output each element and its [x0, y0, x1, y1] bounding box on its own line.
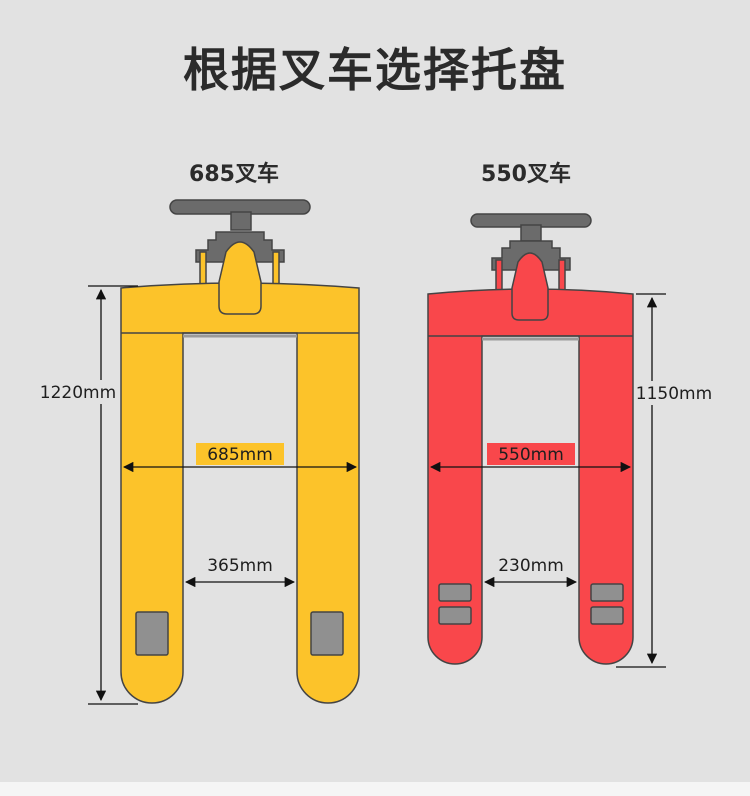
right-truck-wheel-left-top [438, 583, 472, 602]
right-truck-wheel-right-top [590, 583, 624, 602]
right-truck-post-left [495, 259, 503, 293]
left-truck-post-left [199, 251, 207, 287]
left-length-dimension: 1220mm [40, 285, 138, 705]
left-truck-title: 685叉车 [189, 162, 279, 187]
right-truck-pump-head [511, 252, 549, 321]
right-truck-body [427, 288, 634, 665]
right-truck-handle [470, 213, 592, 271]
footer-strip [0, 782, 750, 796]
right-length-label: 1150mm [636, 384, 712, 404]
left-truck-body [120, 282, 360, 704]
right-truck-wheel-left-bottom [438, 606, 472, 625]
left-inner-width-label: 365mm [207, 556, 273, 576]
right-truck-title: 550叉车 [481, 162, 571, 187]
right-outer-width-dimension: 550mm [429, 443, 632, 473]
right-inner-width-dimension: 230mm [483, 556, 578, 588]
left-outer-width-label: 685mm [207, 445, 273, 465]
left-outer-width-dimension: 685mm [122, 443, 358, 473]
left-inner-width-dimension: 365mm [184, 556, 296, 588]
left-length-label: 1220mm [40, 383, 116, 403]
left-truck-post-right [272, 251, 280, 287]
left-truck-pump-head [218, 241, 262, 315]
right-truck-post-right [558, 259, 566, 293]
left-truck: 1220mm 685mm 365mm [40, 199, 360, 705]
page-title: 根据叉车选择托盘 [183, 43, 567, 97]
right-truck-wheel-right-bottom [590, 606, 624, 625]
right-outer-width-label: 550mm [498, 445, 564, 465]
right-inner-width-label: 230mm [498, 556, 564, 576]
right-length-dimension: 1150mm [616, 293, 712, 668]
left-truck-wheel-right [310, 611, 344, 656]
left-truck-wheel-left [135, 611, 169, 656]
right-truck: 1150mm 550mm 230mm [427, 213, 712, 668]
